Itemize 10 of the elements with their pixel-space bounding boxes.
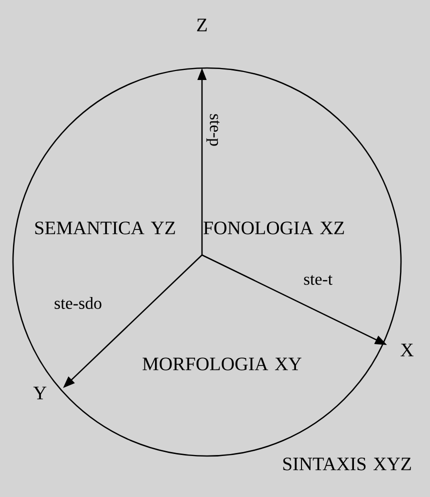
region-label: SEMANTICA YZ [35,222,175,234]
edge-label: ste-sdo [54,297,102,309]
region-label: FONOLOGIA XZ [204,222,344,234]
region-label: MORFOLOGIA XY [142,358,302,370]
axis-label: Z [197,18,207,32]
axis-label: X [400,344,414,356]
axis-label: Y [33,386,46,400]
edge-label: ste-t [304,275,332,285]
edge-label: ste-p [206,114,220,146]
region-label: SINTAXIS XYZ [283,458,411,470]
